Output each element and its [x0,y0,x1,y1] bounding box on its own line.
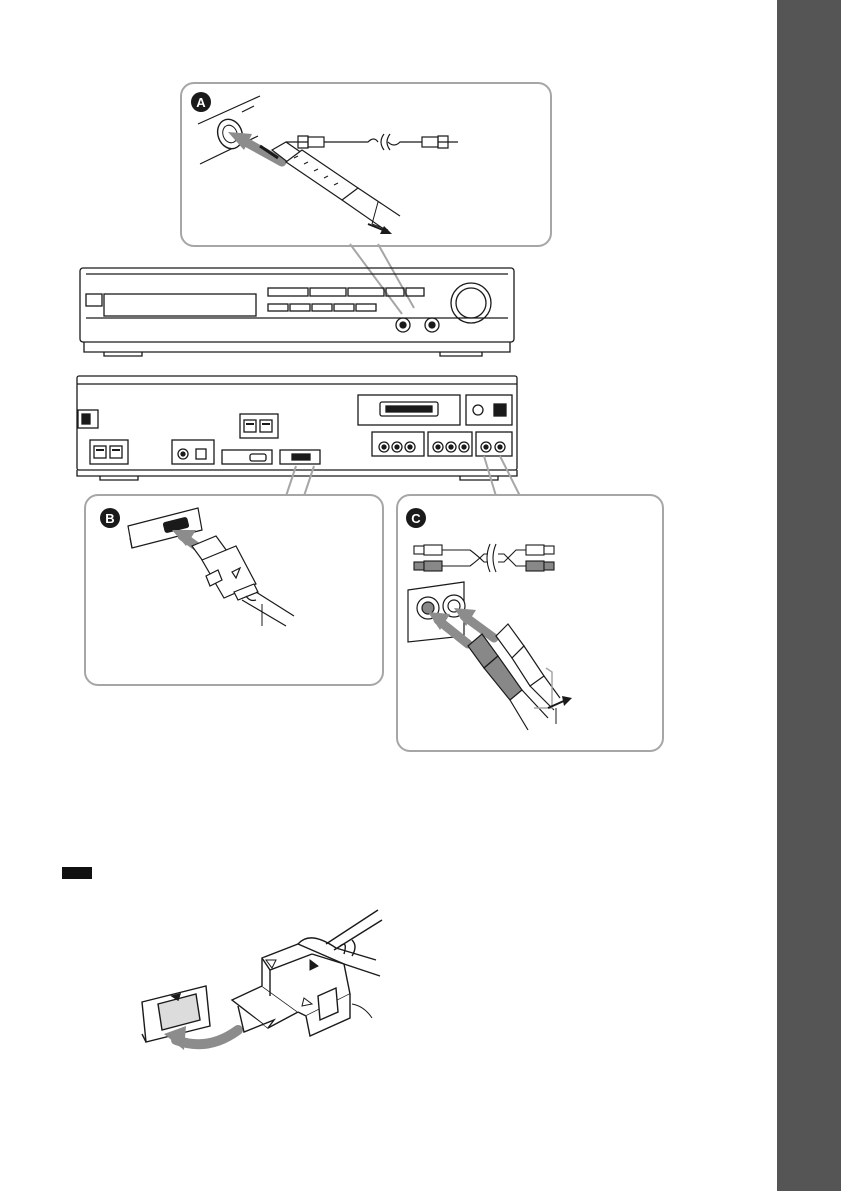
dock-connector-icon [232,910,382,1036]
